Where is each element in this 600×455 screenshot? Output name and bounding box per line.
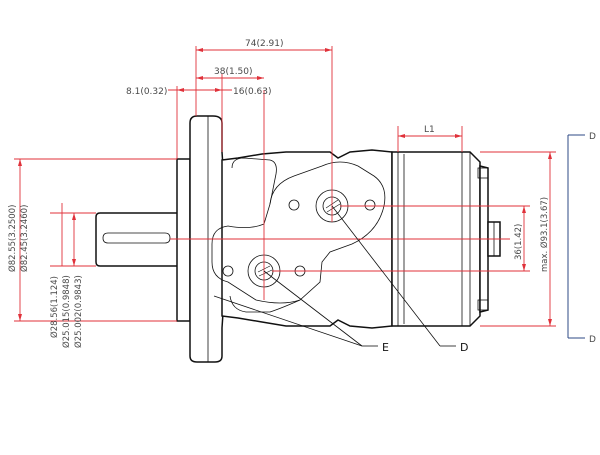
dim-flange-od: Ø82.55(3.2500) [7,205,18,272]
shaft [95,212,181,267]
arrow-spacing-top [522,206,526,213]
leader-e-from-plate [213,295,363,347]
relief-upper [231,157,277,205]
callout-d: D [460,341,468,354]
arrow-overall-left [196,48,203,52]
dim-pilot-length: 8.1(0.32) [126,87,167,97]
dim-l1: L1 [424,125,435,135]
bolt-hole-upper-left [288,199,300,211]
arrow-flange-od-top [18,159,22,166]
arrow-spacing-bottom [522,264,526,271]
section-label-bottom: D [589,335,596,345]
arrow-flange-thickness [215,88,222,92]
motor-outline [95,115,501,363]
dim-flange-thickness: 16(0.63) [233,87,272,97]
arrow-shaft-top [72,213,76,220]
bolt-hole-lower-left [222,265,234,277]
leader-e-from-port [263,270,363,347]
arrow-shaft-bottom [72,259,76,266]
dim-flange-to-port: 38(1.50) [214,67,253,77]
arrow-flange-port-left [196,76,203,80]
dim-shaft-key: Ø28.56(1.124) [49,276,60,338]
dim-overall-length: 74(2.91) [245,39,284,49]
cap-screw-top [477,167,489,179]
arrow-l1-left [398,134,405,138]
dim-shaft-od: Ø25.015(0.9848) [61,275,72,348]
arrow-l1-right [455,134,462,138]
arrow-max-bottom [548,319,552,326]
dim-flange-od-min: Ø82.45(3.2460) [19,205,30,272]
centerlines [170,46,510,300]
arrow-flange-od-bottom [18,314,22,321]
dim-max-diameter: max. Ø93.1(3.67) [539,197,550,272]
arrow-max-top [548,152,552,159]
callouts: E D [213,205,468,354]
arrow-pilot [177,88,184,92]
bolt-hole-upper-right [364,199,376,211]
arrow-overall-right [325,48,332,52]
dim-shaft-od-min: Ø25.002(0.9843) [73,275,84,348]
section-label-top: D [589,132,596,142]
right-dimensions: 36(1.42) max. Ø93.1(3.67) D D [272,132,596,345]
port-plate [211,161,386,304]
arrow-flange-port-right [257,76,264,80]
dim-port-spacing: 36(1.42) [514,224,524,260]
callout-e: E [382,341,389,354]
relief-lower [229,295,301,313]
top-dimensions: 74(2.91) 38(1.50) 8.1(0.32) 16(0.63) L1 [126,39,463,159]
leader-d-from-port [331,205,441,347]
shaft-keyway [102,232,171,244]
left-dimensions: Ø82.55(3.2500) Ø82.45(3.2460) Ø28.56(1.1… [7,158,177,348]
pilot [176,158,191,322]
cap-screw-bottom [477,299,489,311]
